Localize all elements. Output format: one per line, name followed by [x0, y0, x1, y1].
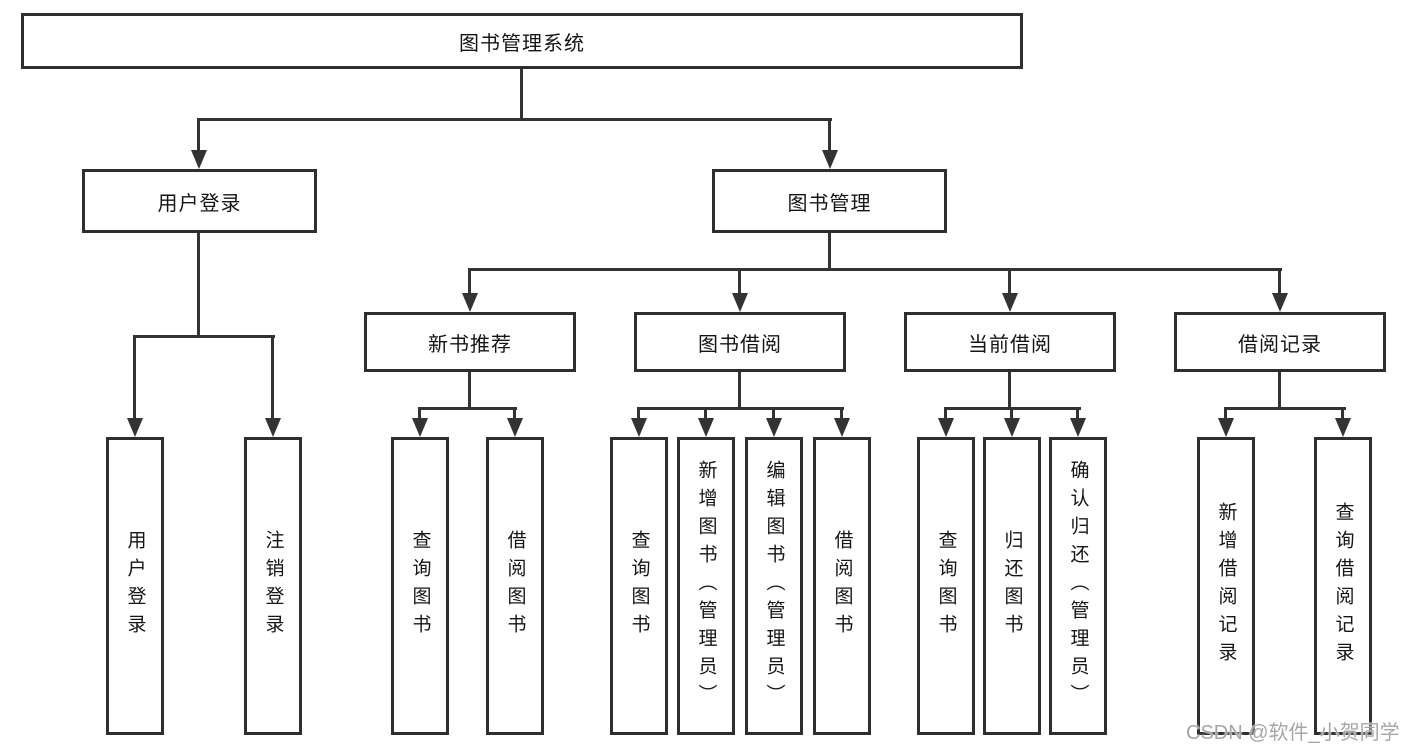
- arrowhead-down-icon: [1002, 293, 1018, 312]
- arrowhead-down-icon: [1272, 293, 1288, 312]
- arrowhead-down-icon: [127, 418, 143, 437]
- leaf-query-book-1-label: 查询图书: [409, 530, 431, 642]
- connector-line: [840, 407, 843, 421]
- connector-line: [1224, 407, 1346, 410]
- leaf-query-book-3-label: 查询图书: [935, 530, 957, 642]
- arrowhead-down-icon: [191, 150, 207, 169]
- connector-line: [468, 268, 1282, 271]
- connector-line: [738, 268, 741, 296]
- arrowhead-down-icon: [766, 418, 782, 437]
- connector-line: [1224, 407, 1227, 421]
- connector-line: [1341, 407, 1344, 421]
- arrowhead-down-icon: [265, 418, 281, 437]
- node-book-borrow: 图书借阅: [634, 312, 846, 372]
- node-current-borrow-label: 当前借阅: [968, 333, 1052, 356]
- leaf-edit-book-admin: 编辑图书（管理员）: [745, 437, 803, 735]
- leaf-borrow-book-1: 借阅图书: [486, 437, 544, 735]
- leaf-query-borrow-record-label: 查询借阅记录: [1332, 502, 1354, 670]
- connector-line: [197, 118, 200, 152]
- node-root: 图书管理系统: [21, 13, 1023, 69]
- connector-line: [704, 407, 707, 421]
- connector-line: [197, 233, 200, 337]
- arrowhead-down-icon: [1004, 418, 1020, 437]
- leaf-user-login-label: 用户登录: [124, 530, 146, 642]
- connector-line: [637, 407, 640, 421]
- node-book-management: 图书管理: [712, 169, 947, 233]
- connector-line: [468, 268, 471, 296]
- leaf-query-book-2: 查询图书: [610, 437, 668, 735]
- node-current-borrow: 当前借阅: [904, 312, 1116, 372]
- connector-line: [418, 407, 517, 410]
- leaf-borrow-book-1-label: 借阅图书: [504, 530, 526, 642]
- csdn-watermark: CSDN @软件_小贺同学: [1186, 722, 1400, 744]
- connector-line: [828, 233, 831, 270]
- leaf-add-book-admin-label: 新增图书（管理员）: [695, 460, 717, 712]
- leaf-add-book-admin: 新增图书（管理员）: [677, 437, 735, 735]
- node-root-label: 图书管理系统: [459, 32, 585, 55]
- connector-line: [418, 407, 421, 421]
- leaf-query-book-3: 查询图书: [917, 437, 975, 735]
- connector-line: [1010, 407, 1013, 421]
- connector-line: [468, 372, 471, 409]
- node-new-book-recommend: 新书推荐: [364, 312, 576, 372]
- connector-line: [1076, 407, 1079, 421]
- leaf-edit-book-admin-label: 编辑图书（管理员）: [763, 460, 785, 712]
- leaf-add-borrow-record-label: 新增借阅记录: [1215, 502, 1237, 670]
- arrowhead-down-icon: [822, 150, 838, 169]
- leaf-confirm-return-admin-label: 确认归还（管理员）: [1067, 460, 1089, 712]
- node-borrow-record: 借阅记录: [1174, 312, 1386, 372]
- connector-line: [944, 407, 947, 421]
- leaf-query-book-1: 查询图书: [391, 437, 449, 735]
- leaf-query-borrow-record: 查询借阅记录: [1314, 437, 1372, 735]
- arrowhead-down-icon: [631, 418, 647, 437]
- leaf-user-login: 用户登录: [106, 437, 164, 735]
- arrowhead-down-icon: [732, 293, 748, 312]
- arrowhead-down-icon: [1218, 418, 1234, 437]
- leaf-return-book: 归还图书: [983, 437, 1041, 735]
- arrowhead-down-icon: [1335, 418, 1351, 437]
- arrowhead-down-icon: [698, 418, 714, 437]
- arrowhead-down-icon: [1070, 418, 1086, 437]
- connector-line: [1008, 372, 1011, 409]
- node-user-login-label: 用户登录: [157, 192, 242, 215]
- connector-line: [1278, 372, 1281, 409]
- leaf-query-book-2-label: 查询图书: [628, 530, 650, 642]
- arrowhead-down-icon: [412, 418, 428, 437]
- leaf-logout-label: 注销登录: [262, 530, 284, 642]
- node-new-book-recommend-label: 新书推荐: [428, 333, 512, 356]
- connector-line: [520, 68, 523, 119]
- connector-line: [738, 372, 741, 409]
- leaf-add-borrow-record: 新增借阅记录: [1197, 437, 1255, 735]
- connector-line: [828, 118, 831, 152]
- connector-line: [1278, 268, 1281, 296]
- node-borrow-record-label: 借阅记录: [1238, 333, 1322, 356]
- connector-line: [772, 407, 775, 421]
- arrowhead-down-icon: [834, 418, 850, 437]
- connector-line: [271, 335, 274, 420]
- arrowhead-down-icon: [462, 293, 478, 312]
- arrowhead-down-icon: [507, 418, 523, 437]
- leaf-borrow-book-2: 借阅图书: [813, 437, 871, 735]
- node-user-login: 用户登录: [82, 169, 317, 233]
- connector-line: [197, 118, 832, 121]
- leaf-logout: 注销登录: [244, 437, 302, 735]
- leaf-return-book-label: 归还图书: [1001, 530, 1023, 642]
- leaf-borrow-book-2-label: 借阅图书: [831, 530, 853, 642]
- arrowhead-down-icon: [938, 418, 954, 437]
- leaf-confirm-return-admin: 确认归还（管理员）: [1049, 437, 1107, 735]
- connector-line: [1008, 268, 1011, 296]
- connector-line: [133, 335, 275, 338]
- connector-line: [637, 407, 844, 410]
- node-book-borrow-label: 图书借阅: [698, 333, 782, 356]
- connector-line: [513, 407, 516, 421]
- connector-line: [133, 335, 136, 420]
- node-book-management-label: 图书管理: [787, 192, 872, 215]
